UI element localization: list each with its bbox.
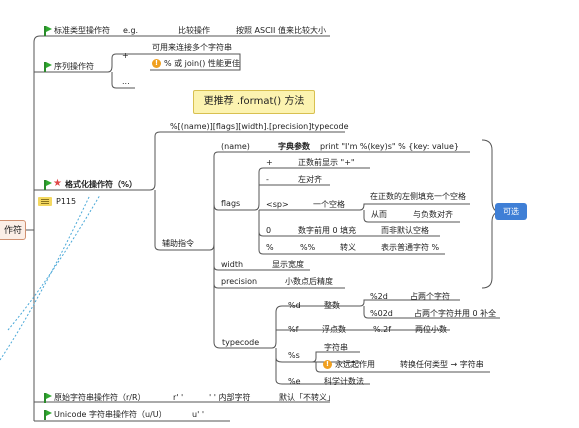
branch-standard-label[interactable]: 标准类型操作符	[54, 26, 110, 35]
standard-op: 比较操作	[178, 26, 210, 35]
name-example: print "I'm %(key)s" % {key: value}	[320, 142, 459, 151]
flag-space-sym: <sp>	[266, 200, 289, 209]
flag-pct-sym: %	[266, 243, 274, 252]
precision-desc: 小数点后精度	[285, 277, 333, 286]
width-desc: 显示宽度	[272, 260, 304, 269]
flag-space-sub2b: 与负数对齐	[413, 210, 453, 219]
typecode-d-desc: 整数	[324, 301, 340, 310]
sequence-plus-desc: 可用来连接多个字符串	[152, 43, 232, 52]
typecode-e-desc: 科学计数法	[324, 377, 364, 386]
branch-format-label[interactable]: 格式化操作符（%）	[65, 180, 138, 189]
typecode-s-key: %s	[288, 351, 300, 360]
typecode-label: typecode	[222, 338, 260, 347]
flags-label: flags	[221, 199, 241, 208]
typecode-s-tip-desc: 转换任何类型 → 字符串	[400, 360, 484, 369]
flag-zero-extra: 而非默认空格	[381, 226, 429, 235]
typecode-d-sub1k: %2d	[370, 292, 388, 301]
typecode-s-desc: 字符串	[324, 343, 348, 352]
typecode-f-desc: 浮点数	[322, 325, 346, 334]
format-syntax: %[(name)][flags][width].[precision]typec…	[170, 122, 349, 131]
typecode-d-key: %d	[288, 301, 301, 310]
typecode-f-subk: %.2f	[373, 325, 392, 334]
format-page-ref[interactable]: P115	[56, 197, 77, 206]
flag-zero-sym: 0	[266, 226, 272, 235]
warning-icon: !	[323, 360, 332, 369]
typecode-d-sub2v: 占两个字符并用 0 补全	[414, 309, 497, 318]
typecode-f-subv: 两位小数	[415, 325, 447, 334]
flag-minus-desc: 左对齐	[298, 175, 322, 184]
width-key: width	[221, 260, 244, 269]
standard-desc: 按照 ASCII 值来比较大小	[236, 26, 326, 35]
flag-plus-sym: +	[266, 158, 273, 167]
flag-space-desc: 一个空格	[313, 200, 345, 209]
flag-pct-extra2: 表示普通字符 %	[381, 243, 440, 252]
flag-pct-extra: 转义	[340, 243, 356, 252]
format-helper: 辅助指令	[162, 239, 194, 248]
sequence-plus: +	[122, 51, 129, 60]
format-callout: 更推荐 .format() 方法	[193, 90, 315, 114]
sequence-more[interactable]: ...	[122, 77, 130, 86]
star-icon: ★	[53, 178, 62, 189]
typecode-e-key: %e	[288, 377, 301, 386]
raw-prefix: r' '	[173, 393, 184, 402]
flag-zero-desc: 数字前用 0 填充	[298, 226, 357, 235]
flag-minus-sym: -	[266, 175, 269, 184]
raw-desc: 默认「不转义」	[279, 393, 335, 402]
optional-badge[interactable]: 可选	[495, 203, 527, 220]
flag-pct-desc: %%	[300, 243, 316, 252]
root-node[interactable]: 作符	[0, 220, 26, 240]
note-icon	[38, 197, 52, 206]
flag-space-sub2a: 从而	[371, 210, 387, 219]
flag-plus-desc: 正数前显示 "+"	[298, 158, 355, 167]
typecode-d-sub2k: %02d	[370, 309, 393, 318]
branch-unicode-label[interactable]: Unicode 字符串操作符（u/U）	[54, 410, 167, 419]
sequence-plus-tip: % 或 join() 性能更佳	[164, 59, 240, 68]
name-dict: 字典参数	[278, 142, 310, 151]
typecode-f-key: %f	[288, 325, 299, 334]
precision-key: precision	[221, 277, 258, 286]
unicode-prefix: u' '	[192, 410, 205, 419]
name-key: (name)	[221, 142, 250, 151]
flag-space-sub1: 在正数的左侧填充一个空格	[370, 192, 466, 201]
standard-example: e.g.	[123, 26, 139, 35]
typecode-d-sub1v: 占两个字符	[410, 292, 450, 301]
branch-raw-label[interactable]: 原始字符串操作符（r/R）	[54, 393, 146, 402]
typecode-s-tip: 永远起作用	[335, 360, 375, 369]
raw-inner: ' ' 内部字符	[209, 393, 251, 402]
warning-icon: !	[152, 59, 161, 68]
branch-sequence-label[interactable]: 序列操作符	[54, 62, 94, 71]
